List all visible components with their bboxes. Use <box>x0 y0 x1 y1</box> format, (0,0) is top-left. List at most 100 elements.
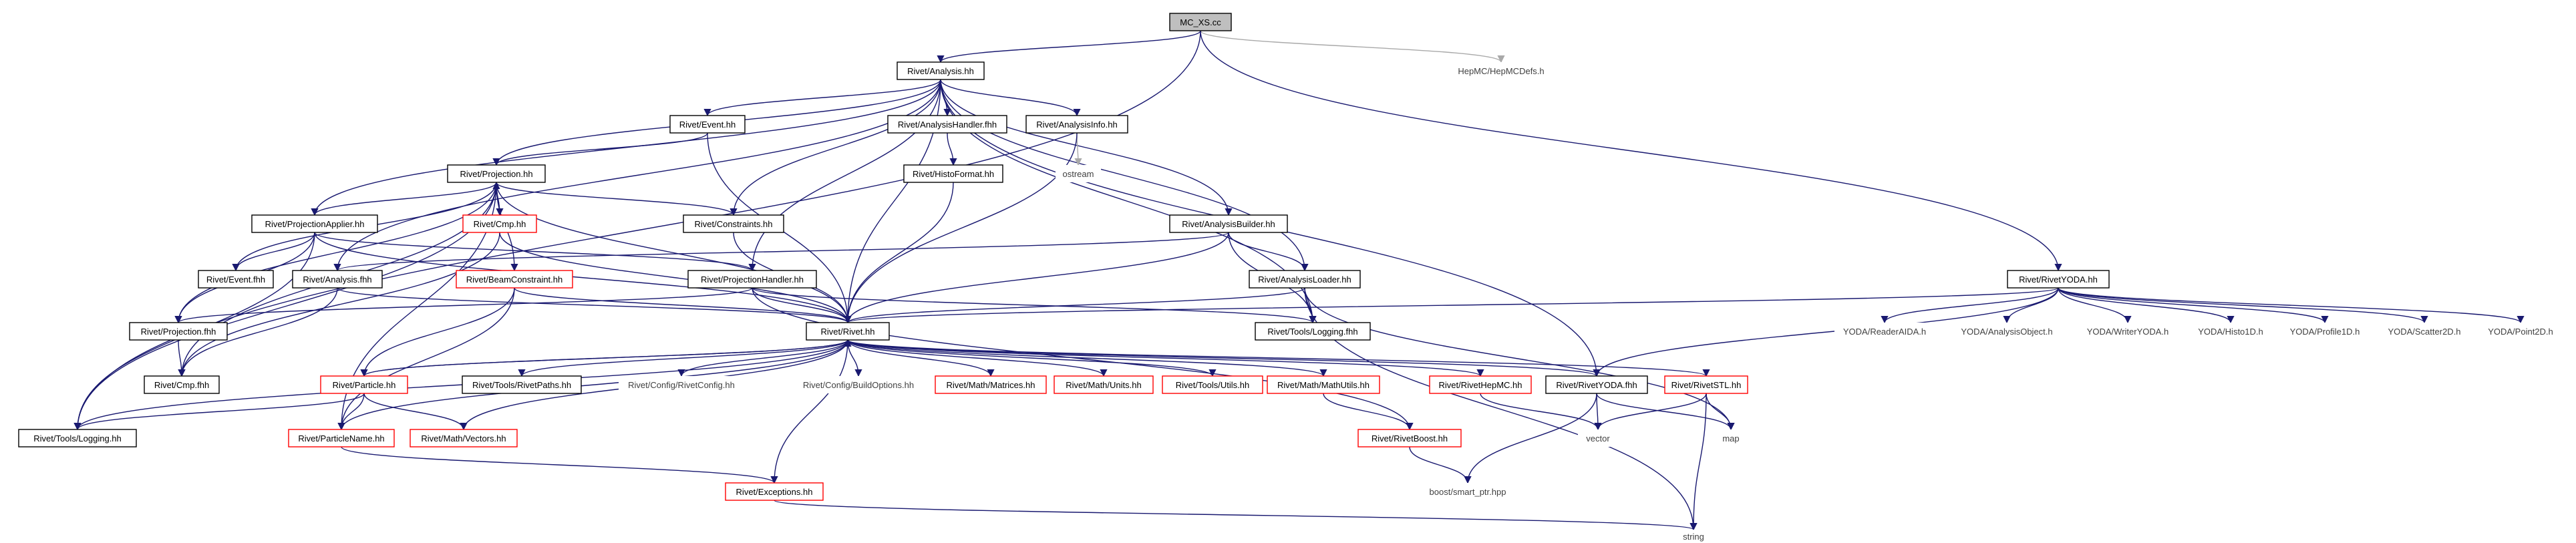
node-cmp-fhh[interactable]: Rivet/Cmp.fhh <box>144 375 220 394</box>
node-config-rivetconfig-hh[interactable]: Rivet/Config/RivetConfig.hh <box>619 376 744 393</box>
node-rivethepmc-hh[interactable]: Rivet/RivetHepMC.hh <box>1429 375 1532 394</box>
node-yoda-scatter2d[interactable]: YODA/Scatter2D.h <box>2380 323 2469 340</box>
node-box <box>897 61 985 80</box>
edge-analysisloader_hh-to-rivet_hh <box>844 287 1305 324</box>
edge-rivetyoda_hh-to-yoda_point2d <box>2058 287 2525 324</box>
node-label: YODA/AnalysisObject.h <box>1961 327 2052 337</box>
node-rivetyoda-hh[interactable]: Rivet/RivetYODA.hh <box>2007 270 2110 289</box>
node-exceptions-hh[interactable]: Rivet/Exceptions.hh <box>725 482 824 501</box>
node-label: Rivet/Tools/Logging.hh <box>33 433 122 443</box>
edge-rivetstl_hh-to-string <box>1689 393 1707 531</box>
node-tools-logging-hh[interactable]: Rivet/Tools/Logging.hh <box>18 429 137 447</box>
node-box <box>462 375 582 394</box>
edge-rivet_hh-to-tools_utils_hh <box>847 339 1217 377</box>
node-label: Rivet/Cmp.hh <box>474 219 526 229</box>
node-analysisinfo-hh[interactable]: Rivet/AnalysisInfo.hh <box>1025 115 1128 134</box>
node-label: Rivet/RivetSTL.hh <box>1671 380 1742 390</box>
node-event-fhh[interactable]: Rivet/Event.fhh <box>198 270 274 289</box>
node-beamconstraint-hh[interactable]: Rivet/BeamConstraint.hh <box>456 270 573 289</box>
edge-beamconstraint_hh-to-particle_hh <box>360 287 515 377</box>
node-analysisloader-hh[interactable]: Rivet/AnalysisLoader.hh <box>1249 270 1361 289</box>
node-label: Rivet/Event.hh <box>679 120 736 130</box>
node-analysishandler-fhh[interactable]: Rivet/AnalysisHandler.fhh <box>887 115 1007 134</box>
node-rivet-hh[interactable]: Rivet/Rivet.hh <box>806 322 890 341</box>
node-analysisbuilder-hh[interactable]: Rivet/AnalysisBuilder.hh <box>1169 214 1288 233</box>
node-label: map <box>1722 433 1739 443</box>
node-projection-fhh[interactable]: Rivet/Projection.fhh <box>129 322 228 341</box>
node-ostream[interactable]: ostream <box>1056 165 1101 182</box>
edge-event_hh-to-projection_hh <box>492 132 708 166</box>
node-histoformat-hh[interactable]: Rivet/HistoFormat.hh <box>903 164 1003 183</box>
node-box <box>1664 375 1748 394</box>
node-label: Rivet/ProjectionApplier.hh <box>265 219 365 229</box>
node-yoda-analysisobject[interactable]: YODA/AnalysisObject.h <box>1948 323 2066 340</box>
node-projectionhandler-hh[interactable]: Rivet/ProjectionHandler.hh <box>687 270 817 289</box>
node-cmp-hh[interactable]: Rivet/Cmp.hh <box>462 214 537 233</box>
node-projectionapplier-hh[interactable]: Rivet/ProjectionApplier.hh <box>251 214 378 233</box>
node-math-units-hh[interactable]: Rivet/Math/Units.hh <box>1054 375 1154 394</box>
node-label: Rivet/AnalysisLoader.hh <box>1258 275 1351 285</box>
node-hepmcdefs[interactable]: HepMC/HepMCDefs.h <box>1445 62 1557 79</box>
node-math-mathutils-hh[interactable]: Rivet/Math/MathUtils.hh <box>1267 375 1380 394</box>
edge-rivet_hh-to-math_mathutils_hh <box>847 339 1327 377</box>
node-yoda-writeryoda[interactable]: YODA/WriterYODA.h <box>2078 323 2178 340</box>
node-analysis-hh[interactable]: Rivet/Analysis.hh <box>897 61 985 80</box>
node-label: YODA/Histo1D.h <box>2198 327 2263 337</box>
node-label: Rivet/Event.fhh <box>206 275 265 285</box>
edge-particle_hh-to-math_vectors_hh <box>363 393 468 431</box>
node-box <box>456 270 573 289</box>
node-label: Rivet/Math/Vectors.hh <box>421 433 506 443</box>
node-tools-logging-fhh[interactable]: Rivet/Tools/Logging.fhh <box>1255 322 1371 341</box>
node-box <box>2481 323 2560 340</box>
edge-rivetyoda_hh-to-yoda_analysisobject <box>2003 287 2059 324</box>
node-event-hh[interactable]: Rivet/Event.hh <box>669 115 746 134</box>
node-math-matrices-hh[interactable]: Rivet/Math/Matrices.hh <box>935 375 1047 394</box>
node-analysis-fhh[interactable]: Rivet/Analysis.fhh <box>292 270 383 289</box>
node-box <box>2078 323 2178 340</box>
node-string[interactable]: string <box>1673 530 1714 543</box>
node-box <box>144 375 220 394</box>
node-tools-utils-hh[interactable]: Rivet/Tools/Utils.hh <box>1162 375 1263 394</box>
node-math-vectors-hh[interactable]: Rivet/Math/Vectors.hh <box>410 429 518 447</box>
node-projection-hh[interactable]: Rivet/Projection.hh <box>447 164 546 183</box>
node-particle-hh[interactable]: Rivet/Particle.hh <box>320 375 408 394</box>
edge-particlename_hh-to-exceptions_hh <box>341 446 778 484</box>
node-box <box>1162 375 1263 394</box>
node-particlename-hh[interactable]: Rivet/ParticleName.hh <box>288 429 395 447</box>
node-yoda-profile1d[interactable]: YODA/Profile1D.h <box>2282 323 2368 340</box>
node-boost-smart-ptr[interactable]: boost/smart_ptr.hpp <box>1418 483 1517 500</box>
node-vector[interactable]: vector <box>1578 429 1618 447</box>
node-box <box>792 376 925 393</box>
node-box <box>2191 323 2270 340</box>
edge-projectionapplier_hh-to-rivet_hh <box>314 232 852 324</box>
node-yoda-readeraida[interactable]: YODA/ReaderAIDA.h <box>1834 323 1935 340</box>
edge-rivet_hh-to-rivetyoda_fhh <box>847 339 1601 377</box>
node-yoda-point2d[interactable]: YODA/Point2D.h <box>2481 323 2560 340</box>
node-label: Rivet/Tools/Utils.hh <box>1176 380 1250 390</box>
node-label: boost/smart_ptr.hpp <box>1430 487 1506 497</box>
node-rivetboost-hh[interactable]: Rivet/RivetBoost.hh <box>1357 429 1462 447</box>
edge-rivetyoda_fhh-to-map <box>1596 393 1735 431</box>
edge-projection_hh-to-rivet_hh <box>496 182 852 324</box>
node-rivetstl-hh[interactable]: Rivet/RivetSTL.hh <box>1664 375 1748 394</box>
node-yoda-histo1d[interactable]: YODA/Histo1D.h <box>2191 323 2270 340</box>
node-mc-xs[interactable]: MC_XS.cc <box>1169 13 1232 31</box>
edge-analysisinfo_hh-to-rivet_hh <box>844 132 1078 324</box>
node-constraints-hh[interactable]: Rivet/Constraints.hh <box>683 214 784 233</box>
edge-beamconstraint_hh-to-particlename_hh <box>337 287 515 431</box>
node-box <box>1948 323 2066 340</box>
node-config-buildoptions-hh[interactable]: Rivet/Config/BuildOptions.hh <box>792 376 925 393</box>
node-label: Rivet/Math/MathUtils.hh <box>1277 380 1370 390</box>
node-rivetyoda-fhh[interactable]: Rivet/RivetYODA.fhh <box>1545 375 1648 394</box>
edge-cmp_hh-to-rivet_hh <box>499 232 852 324</box>
edge-mc_xs-to-hepmcdefs <box>1200 30 1505 63</box>
node-map[interactable]: map <box>1714 429 1748 447</box>
node-label: Rivet/Tools/Logging.fhh <box>1267 327 1357 337</box>
node-tools-rivetpaths-hh[interactable]: Rivet/Tools/RivetPaths.hh <box>462 375 582 394</box>
node-box <box>1545 375 1648 394</box>
edge-projectionhandler_hh-to-rivet_hh <box>752 287 852 324</box>
edge-analysisbuilder_hh-to-analysis_fhh <box>333 232 1229 272</box>
node-box <box>1357 429 1462 447</box>
edge-beamconstraint_hh-to-rivet_hh <box>514 287 852 324</box>
node-box <box>447 164 546 183</box>
